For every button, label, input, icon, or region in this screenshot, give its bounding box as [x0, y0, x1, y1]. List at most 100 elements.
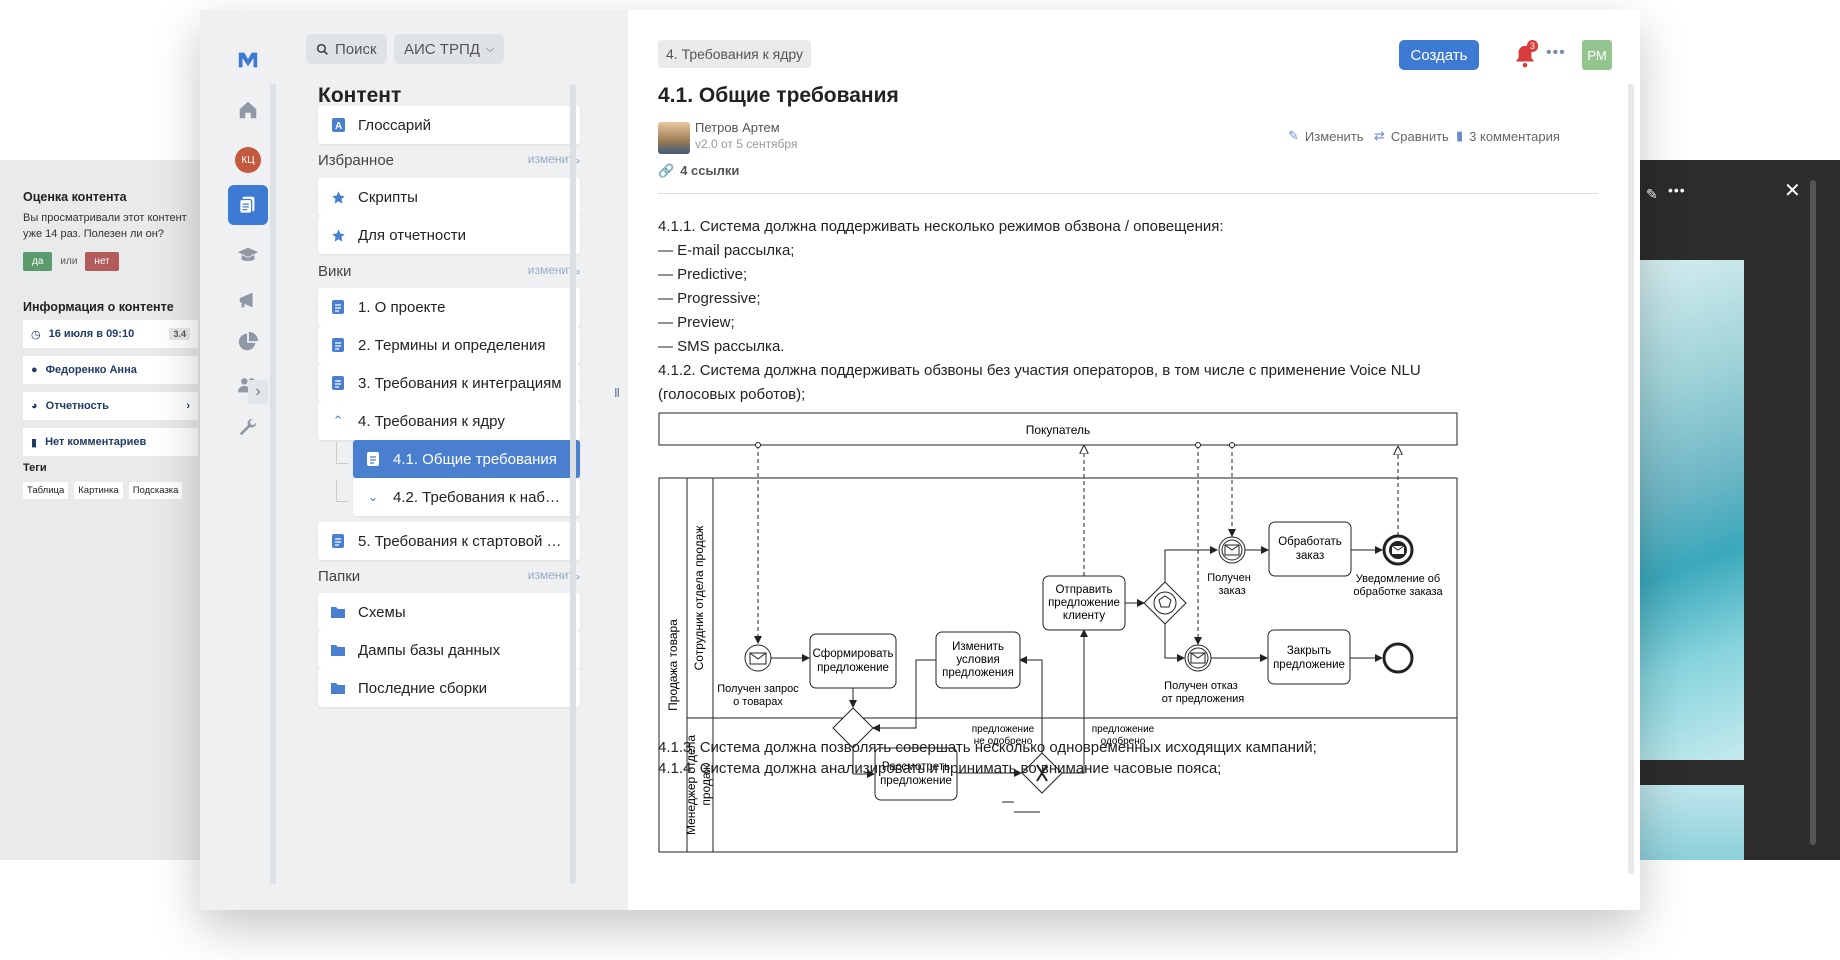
links-button[interactable]: 🔗 4 ссылки: [658, 163, 739, 179]
sidebar-item-wiki-4-2[interactable]: ⌄ 4.2. Требования к наб…: [353, 478, 580, 516]
search-button[interactable]: Поиск: [306, 34, 387, 64]
chevron-up-icon[interactable]: ⌃: [332, 413, 344, 428]
paragraph: — Predictive;: [658, 266, 748, 283]
folders-header: Папки изменить: [318, 568, 580, 585]
sidebar-item-label: Скрипты: [358, 188, 418, 206]
tag[interactable]: Подсказка: [128, 482, 183, 499]
breadcrumb[interactable]: 4. Требования к ядру: [658, 40, 812, 68]
expand-chevron-icon[interactable]: ›: [248, 380, 268, 404]
page-title: 4.1. Общие требования: [658, 84, 899, 107]
content-icon[interactable]: [228, 185, 268, 225]
favorites-title: Избранное: [318, 152, 395, 169]
bpmn-diagram: Покупатель Продажа товара Сотрудник отде…: [658, 412, 1458, 853]
info-row-author[interactable]: ●Федоренко Анна: [23, 356, 198, 384]
svg-text:предложение: предложение: [1273, 659, 1345, 671]
sidebar-item-wiki-5[interactable]: 5. Требования к стартовой …: [318, 522, 580, 560]
image-viewer-panel: ✎ ••• ✕: [1600, 160, 1840, 860]
tag[interactable]: Картинка: [74, 482, 123, 499]
comments-label: 3 комментария: [1469, 128, 1560, 144]
user-avatar-kc[interactable]: КЦ: [228, 140, 268, 180]
page-icon: [330, 337, 346, 353]
info-row-comments[interactable]: ▮ Нет комментариев: [23, 428, 198, 456]
folder-icon: [330, 680, 346, 696]
edit-button[interactable]: ✎ Изменить: [1288, 128, 1364, 144]
svg-text:одобрено: одобрено: [1101, 735, 1146, 747]
info-comments: Нет комментариев: [45, 436, 147, 448]
chevron-down-icon: ⌵: [485, 42, 495, 55]
folder-icon: [330, 642, 346, 658]
svg-text:предложение: предложение: [1092, 724, 1155, 735]
viewer-scrollbar[interactable]: [1810, 180, 1816, 845]
sidebar-item-label: Последние сборки: [358, 679, 488, 697]
svg-text:заказ: заказ: [1296, 550, 1325, 562]
home-icon[interactable]: [228, 90, 268, 130]
comment-icon: ▮: [31, 436, 38, 449]
comments-button[interactable]: ▮ 3 комментария: [1456, 128, 1560, 144]
sidebar-heading: Контент: [318, 84, 402, 107]
search-label: Поиск: [335, 40, 377, 58]
chevron-down-icon[interactable]: ⌄: [367, 489, 379, 504]
content-scrollbar[interactable]: [1628, 84, 1634, 874]
svg-text:обработке заказа: обработке заказа: [1353, 586, 1443, 598]
wiki-header: Вики изменить: [318, 263, 580, 280]
rating-title: Оценка контента: [23, 190, 127, 204]
space-label: АИС ТРПД: [404, 40, 480, 58]
svg-text:условия: условия: [956, 654, 999, 666]
lane-manager-label: Менеджер отдела: [684, 735, 698, 835]
sidebar-item-reports[interactable]: Для отчетности: [318, 216, 580, 254]
sidebar-item-folder-builds[interactable]: Последние сборки: [318, 669, 580, 707]
rating-yes-button[interactable]: да: [23, 252, 53, 271]
sidebar-item-wiki-1[interactable]: 1. О проекте: [318, 288, 580, 326]
more-icon[interactable]: •••: [1546, 44, 1566, 61]
page-icon: [330, 299, 346, 315]
paragraph: 4.1.3. Система должна позволять совершат…: [658, 739, 1317, 756]
pool-label: Продажа товара: [666, 619, 680, 711]
author-name[interactable]: Петров Артем: [695, 120, 780, 135]
tree-connector: [336, 480, 348, 502]
more-icon[interactable]: •••: [1668, 182, 1686, 198]
page-icon: [365, 451, 381, 467]
megaphone-icon[interactable]: [228, 280, 268, 320]
sidebar-item-scripts[interactable]: Скрипты: [318, 178, 580, 216]
sidebar-scrollbar[interactable]: [570, 84, 576, 884]
info-row-category[interactable]: ◕Отчетность ›: [23, 392, 198, 420]
star-icon: [330, 189, 346, 205]
svg-text:Уведомление об: Уведомление об: [1356, 573, 1440, 585]
compare-label: Сравнить: [1390, 128, 1449, 144]
user-icon: ●: [31, 364, 38, 376]
wrench-icon[interactable]: [228, 408, 268, 448]
logo-icon[interactable]: [228, 40, 268, 80]
svg-text:предложение: предложение: [972, 724, 1035, 735]
author-avatar: [658, 122, 690, 154]
tag[interactable]: Таблица: [23, 482, 69, 499]
space-selector[interactable]: АИС ТРПД ⌵: [394, 34, 505, 64]
folders-edit-link[interactable]: изменить: [527, 568, 580, 582]
resize-handle-icon[interactable]: ‖: [614, 386, 620, 400]
sidebar-item-label: Для отчетности: [358, 226, 466, 244]
sidebar-item-wiki-3[interactable]: 3. Требования к интеграциям: [318, 364, 580, 402]
rating-text: Вы просматривали этот контент: [23, 212, 187, 224]
education-icon[interactable]: [228, 235, 268, 275]
sidebar-item-folder-dumps[interactable]: Дампы базы данных: [318, 631, 580, 669]
sidebar-item-glossary[interactable]: A Глоссарий: [318, 106, 580, 144]
sidebar-item-wiki-4[interactable]: ⌃ 4. Требования к ядру: [318, 402, 580, 440]
svg-text:A: A: [335, 121, 342, 132]
notifications-button[interactable]: 3: [1512, 40, 1542, 70]
sidebar-item-wiki-4-1[interactable]: 4.1. Общие требования: [353, 440, 580, 478]
user-avatar[interactable]: РМ: [1582, 40, 1612, 70]
compare-button[interactable]: ⇄ Сравнить: [1374, 128, 1449, 144]
sidebar-item-wiki-2[interactable]: 2. Термины и определения: [318, 326, 580, 364]
sidebar-item-folder-schemes[interactable]: Схемы: [318, 593, 580, 631]
pencil-icon[interactable]: ✎: [1646, 186, 1658, 202]
wiki-edit-link[interactable]: изменить: [527, 263, 580, 277]
svg-text:не одобрено: не одобрено: [974, 735, 1033, 747]
close-icon[interactable]: ✕: [1784, 180, 1801, 202]
version-label[interactable]: v2.0 от 5 сентября: [695, 137, 798, 151]
create-button[interactable]: Создать: [1399, 40, 1479, 70]
favorites-edit-link[interactable]: изменить: [527, 152, 580, 166]
rating-no-button[interactable]: нет: [85, 252, 119, 271]
svg-text:о товарах: о товарах: [733, 696, 783, 708]
chart-icon[interactable]: [228, 322, 268, 362]
lane-manager-label-2: продаж: [699, 764, 713, 805]
preview-image: [1640, 260, 1744, 760]
